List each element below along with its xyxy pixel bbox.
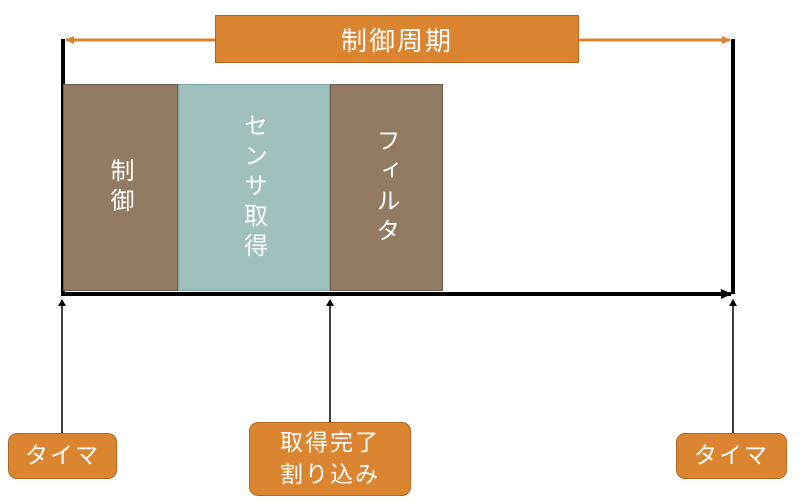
- segment-filter-label: フィルタ: [372, 127, 400, 248]
- segment-sensor-acquisition: センサ取得: [178, 84, 330, 291]
- timer-callout-right: タイマ: [676, 433, 787, 479]
- acquisition-complete-line1: 取得完了: [280, 430, 380, 456]
- control-cycle-text: 制御周期: [340, 26, 453, 57]
- timer-callout-left-text: タイマ: [25, 443, 100, 469]
- timer-callout-left: タイマ: [8, 433, 117, 479]
- segment-control: 制御: [63, 84, 178, 291]
- timer-callout-right-text: タイマ: [694, 443, 769, 469]
- acquisition-complete-callout: 取得完了 割り込み: [249, 422, 411, 496]
- segment-sensor-label: センサ取得: [239, 112, 268, 263]
- acquisition-complete-line2: 割り込み: [280, 462, 380, 488]
- segment-control-label: 制御: [106, 157, 134, 218]
- control-cycle-label: 制御周期: [215, 15, 579, 63]
- segment-filter: フィルタ: [330, 84, 443, 291]
